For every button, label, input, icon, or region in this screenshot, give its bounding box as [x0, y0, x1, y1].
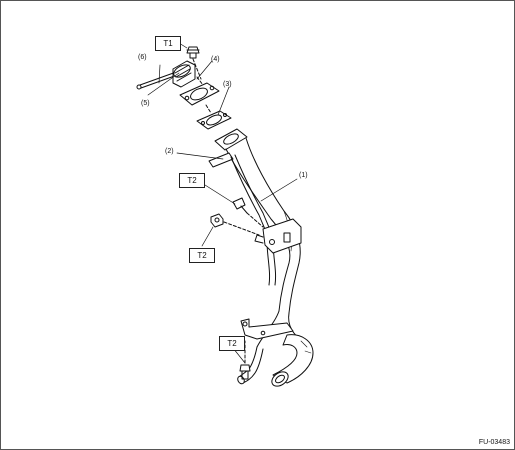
t2-upper-guide-line: [246, 212, 264, 228]
torque-label-t1: T1: [155, 36, 181, 51]
gasket: [196, 110, 232, 130]
callout-gasket: (3): [223, 81, 232, 88]
upper-bracket: [254, 218, 302, 254]
torque-label-t2-lower: T2: [219, 336, 245, 351]
callout-filler-cap: (5): [141, 100, 150, 107]
t2-upper-bolt: [232, 197, 248, 214]
packing: [179, 82, 220, 106]
callout-filler-pipe: (1): [299, 172, 308, 179]
t2-middle-nut: [210, 213, 224, 228]
figure-code: FU-03483: [478, 439, 510, 446]
torque-label-t2-middle: T2: [189, 248, 215, 263]
leader-lines: [147, 42, 298, 364]
t2-middle-guide-line: [223, 221, 260, 236]
callout-packing: (4): [211, 56, 220, 63]
t1-bolt: [186, 46, 200, 59]
callout-cap-tether: (6): [138, 54, 147, 61]
inlet-hose-elbow: [271, 334, 314, 387]
filler-cap: [172, 60, 196, 88]
gasket-guide-line: [205, 104, 212, 114]
lower-bracket: [240, 318, 294, 340]
callout-breather-tube: (2): [165, 148, 174, 155]
torque-label-t2-upper: T2: [179, 173, 205, 188]
t2-lower-bolt: [239, 364, 251, 380]
